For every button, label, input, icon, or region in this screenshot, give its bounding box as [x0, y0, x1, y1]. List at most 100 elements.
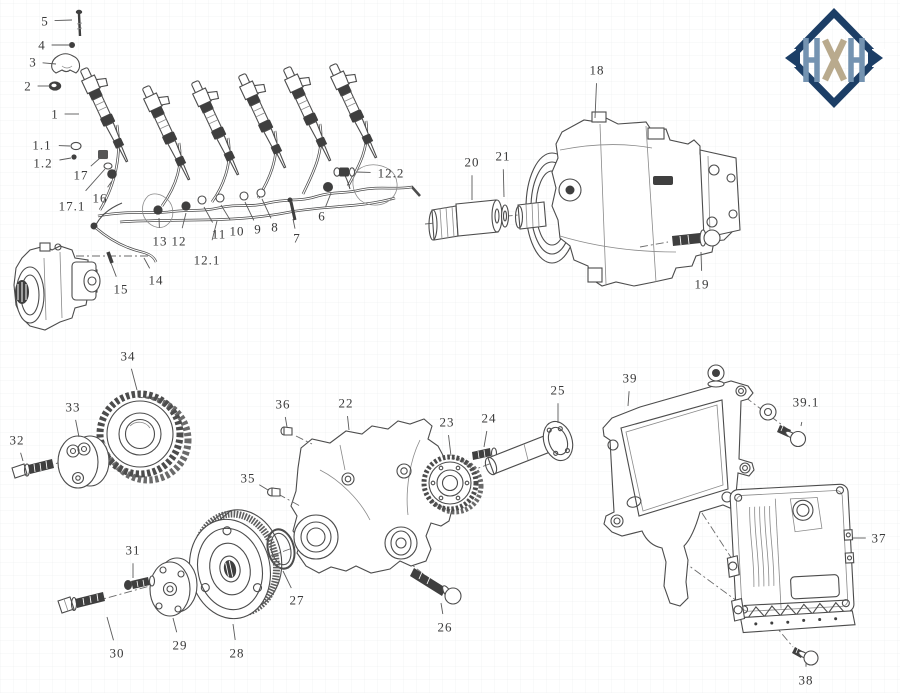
pin-15 — [106, 251, 114, 264]
part-label-12: 12 — [172, 234, 187, 249]
pump-rear-flange — [699, 149, 741, 239]
leader-line-11 — [203, 206, 213, 223]
part-label-39: 39 — [623, 371, 638, 386]
brand-logo — [783, 7, 885, 109]
bolt-26 — [410, 568, 462, 605]
leader-line-7 — [292, 218, 296, 229]
part-label-37: 37 — [872, 531, 887, 546]
part-label-20: 20 — [465, 155, 480, 170]
leader-line-28 — [232, 623, 236, 640]
ecu-group — [602, 364, 856, 666]
ecu-bracket-39 — [602, 380, 755, 607]
connector-17 — [98, 150, 108, 159]
part-label-5: 5 — [41, 14, 49, 29]
fitting-12 — [181, 201, 191, 211]
leader-line-19 — [700, 251, 703, 271]
part-label-21: 21 — [496, 149, 511, 164]
part-label-14: 14 — [149, 273, 164, 288]
leader-line-22 — [347, 416, 350, 431]
part-label-17.1: 17.1 — [59, 199, 86, 214]
part-label-12.2: 12.2 — [378, 166, 405, 181]
leader-line-16 — [107, 180, 113, 188]
leader-line-17 — [90, 157, 101, 167]
pump-mounting-group — [57, 418, 574, 620]
ring-11 — [197, 195, 207, 205]
part-label-29: 29 — [173, 638, 188, 653]
logo-letter-h-right — [848, 38, 865, 82]
leader-line-21 — [502, 169, 505, 198]
part-label-13: 13 — [153, 234, 168, 249]
part-label-8: 8 — [271, 220, 279, 235]
bolt-38 — [792, 647, 819, 666]
bolt-30 — [57, 592, 105, 614]
bolt-32 — [11, 459, 54, 479]
leader-line-15 — [110, 262, 117, 277]
leader-line-39 — [627, 391, 630, 407]
gear-34 — [96, 390, 192, 484]
connector-12-2 — [333, 167, 356, 177]
leader-line-5 — [54, 19, 73, 22]
part-label-1: 1 — [51, 107, 59, 122]
leader-line-32 — [20, 452, 24, 462]
part-label-3: 3 — [29, 55, 37, 70]
washer-21 — [500, 204, 510, 228]
leader-line-26 — [440, 602, 444, 615]
part-label-15: 15 — [114, 282, 129, 297]
pipe-fittings — [98, 150, 356, 221]
leader-line-34 — [130, 368, 138, 391]
pump-body-18 — [514, 111, 741, 287]
leader-line-35 — [259, 484, 269, 491]
leader-line-29 — [172, 617, 178, 633]
part-label-22: 22 — [339, 396, 354, 411]
part-label-2: 2 — [24, 79, 32, 94]
part-label-25: 25 — [551, 383, 566, 398]
drive-shaft-20 — [428, 199, 503, 241]
plate-29 — [149, 557, 198, 617]
high-pressure-pump-assembly — [424, 111, 741, 287]
leader-line-36 — [284, 416, 288, 428]
bolt-39-1 — [777, 425, 807, 448]
logo-right-arrow-icon — [868, 47, 883, 69]
leader-line-33 — [75, 419, 80, 438]
washer-17-1 — [103, 162, 113, 170]
adapter-plate-33 — [57, 435, 110, 489]
logo-letter-x — [822, 38, 847, 82]
part-label-16: 16 — [93, 191, 108, 206]
bolt-31 — [124, 575, 156, 590]
part-label-33: 33 — [66, 400, 81, 415]
fuel-injector-6 — [325, 57, 391, 161]
leader-line-12.1 — [211, 220, 218, 241]
seal-ring-1-1 — [70, 141, 82, 151]
washer-39-1 — [759, 403, 777, 421]
part-label-6: 6 — [318, 209, 326, 224]
logo-letter-h-left — [803, 38, 820, 82]
logo-left-arrow-icon — [785, 47, 800, 69]
leader-line-12 — [181, 212, 187, 229]
part-label-1.2: 1.2 — [33, 156, 52, 171]
ring-8 — [256, 188, 266, 198]
ecu-module-37 — [726, 483, 856, 634]
fitting-13 — [153, 205, 163, 215]
leader-line-3 — [42, 62, 57, 65]
leader-line-24 — [483, 430, 488, 448]
part-label-12.1: 12.1 — [194, 253, 221, 268]
part-label-27: 27 — [290, 593, 305, 608]
plug-35 — [266, 487, 301, 507]
banjo-bolt-6 — [323, 182, 333, 192]
leader-line-30 — [106, 616, 114, 641]
leader-line-17.1 — [85, 168, 106, 192]
leader-line-9 — [244, 201, 255, 221]
shaft-25 — [484, 420, 574, 476]
part-label-32: 32 — [10, 433, 25, 448]
injector-clamp-3 — [51, 53, 81, 74]
ring-9 — [239, 191, 249, 201]
injector-and-fuel-line-assembly — [48, 9, 421, 228]
plug-36 — [280, 426, 313, 445]
part-label-38: 38 — [799, 673, 814, 688]
camshaft-gear-group — [11, 390, 192, 489]
part-label-36: 36 — [276, 397, 291, 412]
mounting-bracket-22 — [290, 418, 454, 574]
